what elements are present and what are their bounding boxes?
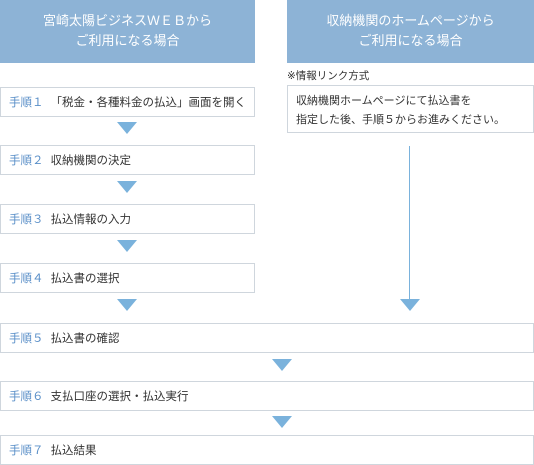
step-arrow-3 bbox=[117, 240, 137, 252]
link-method-info-line2: 指定した後、手順５からお進みください。 bbox=[296, 113, 505, 126]
step-arrow-1 bbox=[117, 122, 137, 134]
step-1-label: 「税金・各種料金の払込」画面を開く bbox=[50, 95, 247, 109]
step-7-number: 手順７ bbox=[9, 443, 44, 457]
step-5-label: 払込書の確認 bbox=[50, 331, 120, 345]
left-header-line2: ご利用になる場合 bbox=[75, 33, 180, 49]
step-4-number: 手順４ bbox=[9, 271, 44, 285]
right-header-line1: 収納機関のホームページから bbox=[326, 13, 495, 29]
step-arrow-5 bbox=[272, 359, 292, 371]
step-arrow-4 bbox=[117, 299, 137, 311]
step-5-number: 手順５ bbox=[9, 331, 44, 345]
step-2: 手順２ 収納機関の決定 bbox=[0, 145, 255, 175]
step-3: 手順３ 払込情報の入力 bbox=[0, 204, 255, 234]
right-header-line2: ご利用になる場合 bbox=[358, 33, 463, 49]
left-header-line1: 宮崎太陽ビジネスＷＥＢから bbox=[42, 13, 212, 29]
step-1-number: 手順１ bbox=[9, 95, 44, 109]
step-arrow-2 bbox=[117, 181, 137, 193]
step-3-number: 手順３ bbox=[9, 212, 44, 226]
step-6: 手順６ 支払口座の選択・払込実行 bbox=[0, 381, 534, 411]
left-header: 宮崎太陽ビジネスＷＥＢから ご利用になる場合 bbox=[0, 0, 255, 63]
step-7: 手順７ 払込結果 bbox=[0, 435, 534, 465]
step-2-number: 手順２ bbox=[9, 153, 44, 167]
step-2-label: 収納機関の決定 bbox=[50, 153, 132, 167]
step-1: 手順１ 「税金・各種料金の払込」画面を開く bbox=[0, 87, 255, 117]
link-method-note: ※情報リンク方式 bbox=[287, 70, 370, 82]
step-4-label: 払込書の選択 bbox=[50, 271, 120, 285]
step-3-label: 払込情報の入力 bbox=[50, 212, 132, 226]
step-7-label: 払込結果 bbox=[50, 443, 97, 457]
step-6-number: 手順６ bbox=[9, 389, 44, 403]
link-method-info-box: 収納機関ホームページにて払込書を 指定した後、手順５からお進みください。 bbox=[287, 85, 534, 133]
right-flow-connector-line bbox=[409, 146, 410, 299]
step-6-label: 支払口座の選択・払込実行 bbox=[50, 389, 189, 403]
step-4: 手順４ 払込書の選択 bbox=[0, 263, 255, 293]
step-arrow-6 bbox=[272, 416, 292, 428]
right-flow-down-arrow bbox=[400, 299, 420, 311]
step-5: 手順５ 払込書の確認 bbox=[0, 323, 534, 353]
link-method-info-line1: 収納機関ホームページにて払込書を bbox=[296, 94, 472, 107]
right-header: 収納機関のホームページから ご利用になる場合 bbox=[287, 0, 534, 63]
